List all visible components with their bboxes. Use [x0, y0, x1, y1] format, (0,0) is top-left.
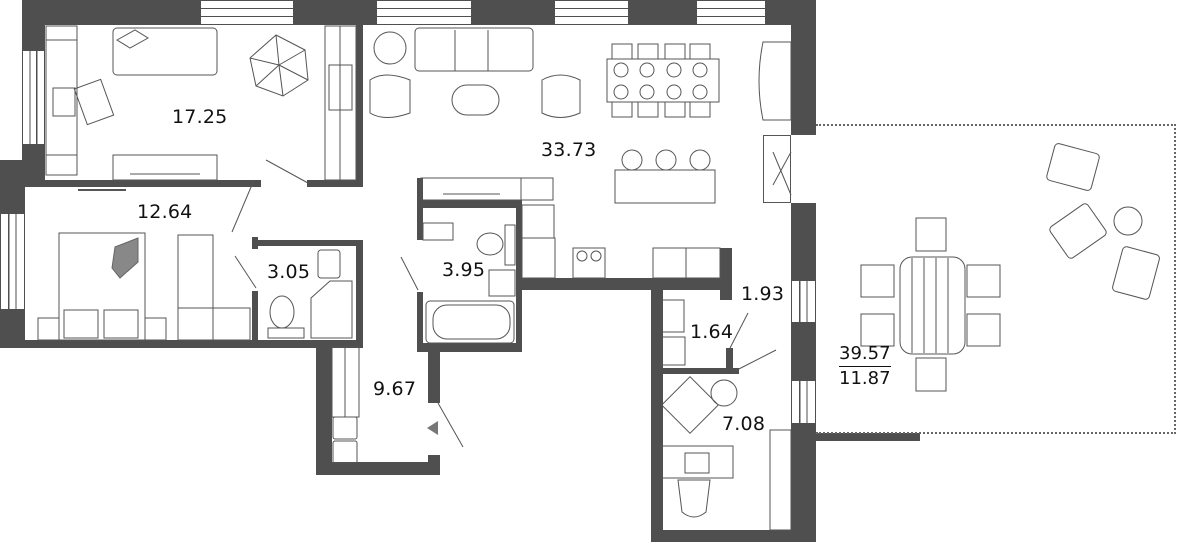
wall-bath2-left — [417, 292, 423, 352]
entrance-arrow-icon — [427, 421, 438, 435]
wall-top-mid2 — [472, 0, 554, 25]
terrace-door[interactable] — [763, 135, 791, 203]
terrace-area-label: 39.57 11.87 — [839, 343, 891, 389]
window-top-1 — [200, 0, 294, 25]
wall-study-bottom — [651, 530, 816, 542]
window-left-2 — [0, 213, 25, 310]
room-area-bedroom-2: 12.64 — [137, 201, 193, 223]
hallway-furniture — [331, 346, 464, 464]
window-right-1 — [791, 280, 816, 323]
wall-study-left — [651, 278, 663, 542]
wall-wc-right — [726, 348, 733, 372]
wall-bath2-right — [516, 200, 522, 352]
window-top-2 — [376, 0, 472, 25]
wall-hall-right — [428, 345, 440, 403]
wall-hall-left — [316, 340, 332, 475]
wall-left-upper — [22, 0, 45, 50]
room-area-bathroom-1: 3.05 — [267, 261, 311, 283]
wall-kitchen-bottom — [516, 278, 732, 290]
bedroom1-furniture — [45, 25, 357, 184]
wall-bath1-right — [356, 240, 363, 348]
terrace-total-area: 39.57 — [839, 343, 891, 367]
wall-bottom-bedroom2 — [0, 340, 362, 348]
room-area-bedroom-1: 17.25 — [172, 106, 228, 128]
wall-right-upper — [791, 0, 816, 135]
wall-top-left — [22, 0, 200, 25]
wall-top-mid3 — [629, 0, 696, 25]
room-area-living-kitchen: 33.73 — [541, 139, 597, 161]
wall-terrace-ledge — [816, 433, 920, 441]
wall-bed1-bed2 — [25, 180, 261, 187]
room-area-hallway: 9.67 — [373, 378, 417, 400]
wall-left-lower — [0, 160, 25, 213]
wall-bath2-top — [417, 200, 521, 208]
wall-bed1-wardrobe — [356, 25, 363, 187]
terrace-reduced-area: 11.87 — [839, 368, 891, 389]
living-furniture — [369, 27, 792, 204]
wall-wc-bottom — [651, 368, 739, 374]
room-area-corridor: 1.93 — [741, 283, 785, 305]
wall-top-mid1 — [294, 0, 376, 25]
wall-bath1-left-top — [252, 237, 258, 249]
room-area-study: 7.08 — [722, 413, 766, 435]
wall-bath2-bottom — [417, 343, 522, 352]
window-right-2 — [791, 380, 816, 424]
wall-hall-bottom — [316, 462, 440, 475]
room-area-wc: 1.64 — [690, 321, 734, 343]
terrace-boundary — [816, 124, 1176, 434]
room-area-bathroom-2: 3.95 — [442, 259, 486, 281]
window-left-1 — [22, 50, 45, 145]
wall-right-mid2 — [791, 323, 816, 380]
window-top-3 — [554, 0, 629, 25]
wall-bath1-top — [252, 240, 362, 246]
study-furniture — [660, 376, 792, 531]
wall-right-low — [791, 424, 816, 542]
wall-bed1-bed2-right — [307, 180, 362, 187]
wall-bath2-left-top — [417, 178, 423, 240]
wall-hall-right-bottom — [428, 455, 440, 475]
wall-right-mid — [791, 203, 816, 280]
kitchen-fixtures — [521, 204, 721, 279]
wall-kitchen-right — [720, 248, 732, 300]
wall-bath1-left — [252, 291, 258, 348]
window-top-4 — [696, 0, 766, 25]
